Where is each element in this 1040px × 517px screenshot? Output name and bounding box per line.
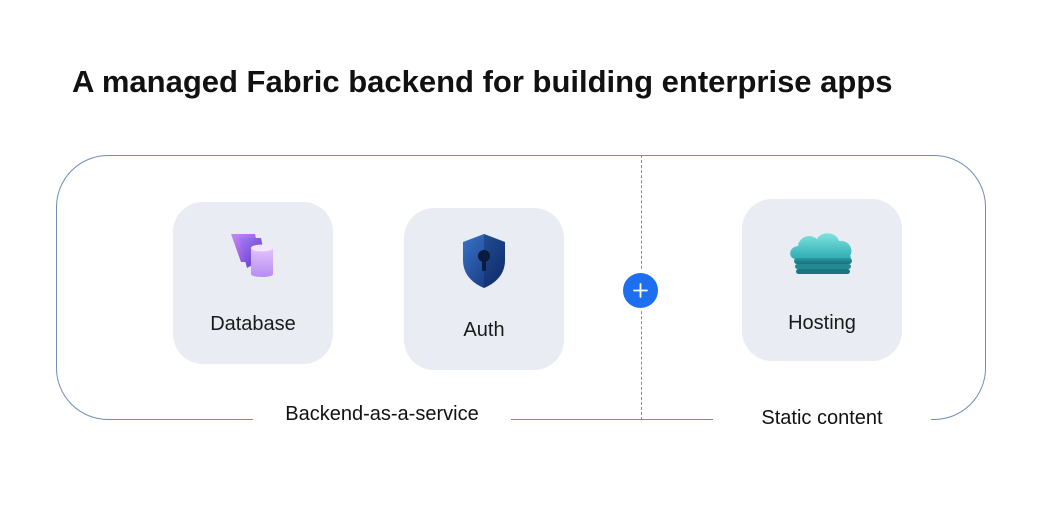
card-auth[interactable]: Auth [404, 208, 564, 370]
card-database[interactable]: Database [173, 202, 333, 364]
card-database-label: Database [210, 313, 296, 335]
cloud-icon [786, 229, 858, 282]
card-auth-label: Auth [463, 319, 505, 341]
database-icon [227, 228, 279, 287]
card-hosting[interactable]: Hosting [742, 199, 902, 361]
page-title: A managed Fabric backend for building en… [72, 64, 893, 99]
group-label-static: Static content [761, 407, 883, 429]
group-label-backend: Backend-as-a-service [285, 403, 479, 425]
container-frame [56, 155, 986, 420]
shield-lock-icon [459, 232, 509, 295]
card-hosting-label: Hosting [788, 312, 856, 334]
plus-icon [623, 273, 658, 308]
label-gap-backend [253, 418, 511, 422]
label-gap-static [713, 418, 931, 422]
